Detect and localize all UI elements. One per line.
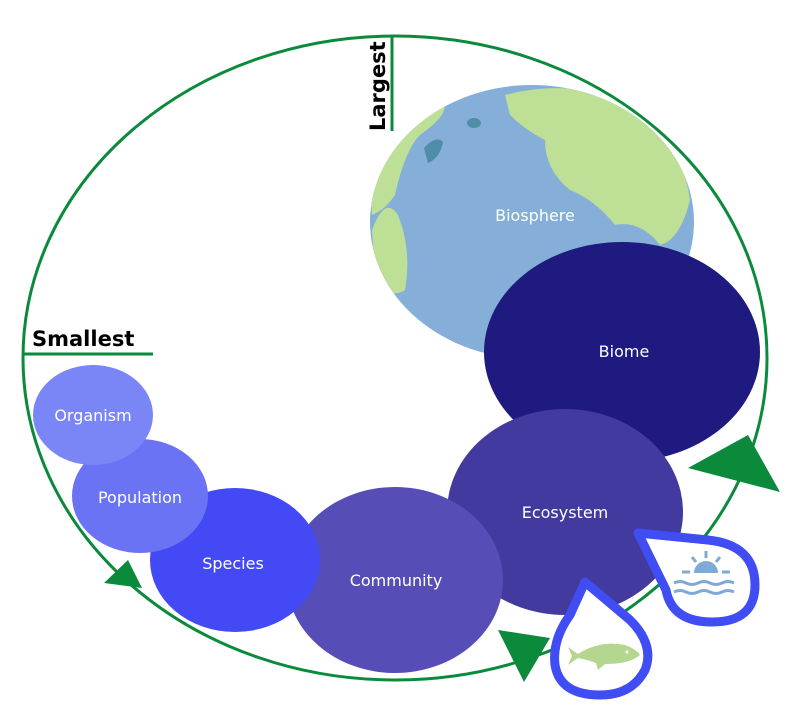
level-label-ecosystem: Ecosystem [522, 503, 609, 522]
level-label-population: Population [98, 488, 182, 507]
smallest-label: Smallest [32, 327, 134, 351]
largest-label: Largest [366, 41, 390, 131]
fish-icon [568, 643, 640, 670]
sun-water-drop [633, 528, 760, 627]
sun-over-water-icon [673, 551, 735, 595]
level-label-organism: Organism [54, 406, 131, 425]
fish-water-drop [550, 577, 653, 700]
level-label-biome: Biome [599, 342, 650, 361]
cycle-arrow-left [104, 560, 142, 588]
population-circle [72, 439, 208, 553]
level-label-community: Community [350, 571, 443, 590]
community-circle [287, 487, 503, 673]
level-label-biosphere: Biosphere [495, 206, 575, 225]
cycle-arrow-bottom [498, 630, 550, 682]
cycle-arrow-right [688, 435, 780, 492]
biome-circle [484, 242, 760, 462]
level-label-species: Species [202, 554, 264, 573]
ecosystem-circle [447, 409, 683, 615]
cycle-ring [21, 34, 769, 682]
organism-circle [33, 365, 153, 465]
